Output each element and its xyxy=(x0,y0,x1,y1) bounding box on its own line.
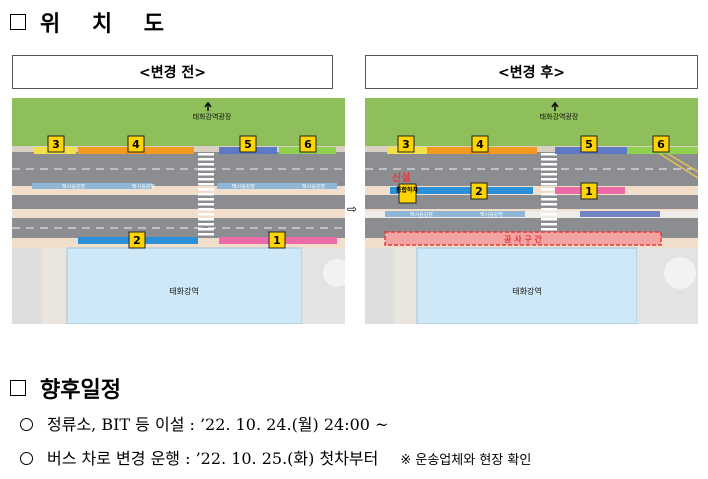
schedule-item-1: 정류소, BIT 등 이설 : ’22. 10. 24.(월) 24:00 ~ xyxy=(20,411,388,435)
schedule-item-2: 버스 차로 변경 운행 : ’22. 10. 25.(화) 첫차부터 ※ 운송업… xyxy=(20,445,531,469)
map-after: 태화강역광장 택시승강장 택시승강장 공 사 구 간 태화강역 xyxy=(365,98,698,324)
svg-text:택시승강장: 택시승강장 xyxy=(232,183,255,190)
svg-text:3: 3 xyxy=(402,138,410,151)
svg-text:5: 5 xyxy=(244,138,252,151)
transfer-tag xyxy=(398,183,417,204)
stop-badge-1: 1 xyxy=(580,182,598,200)
stop-badge-6: 6 xyxy=(652,135,670,153)
stop-bar-2 xyxy=(390,187,533,194)
north-arrow-icon xyxy=(204,101,212,111)
svg-text:4: 4 xyxy=(132,138,140,151)
taxi-stand-1 xyxy=(385,211,525,217)
svg-text:2: 2 xyxy=(475,185,483,198)
road-south xyxy=(12,218,345,238)
checkbox-square-icon xyxy=(10,14,26,30)
grass-area xyxy=(365,98,698,146)
schedule-note: ※ 운송업체와 현장 확인 xyxy=(400,453,532,468)
stop-badge-1: 1 xyxy=(268,231,286,249)
svg-text:6: 6 xyxy=(657,138,665,151)
stop-badge-4: 4 xyxy=(127,135,145,153)
stop-badge-2: 2 xyxy=(128,231,146,249)
stop-badge-6: 6 xyxy=(299,135,317,153)
construction-label: 공 사 구 간 xyxy=(504,234,542,244)
construction-zone xyxy=(384,231,662,246)
transfer-label: 통합하차 xyxy=(396,186,419,194)
caption-after: <변경 후> xyxy=(365,55,698,89)
stop-badge-3: 3 xyxy=(397,135,415,153)
svg-text:4: 4 xyxy=(476,138,484,151)
bullet-circle-icon xyxy=(20,418,33,431)
stop-badge-5: 5 xyxy=(580,135,598,153)
bullet-circle-icon xyxy=(20,452,33,465)
svg-text:택시승강장: 택시승강장 xyxy=(410,211,433,218)
crosswalk xyxy=(198,152,214,238)
svg-text:택시승강장: 택시승강장 xyxy=(62,183,85,190)
svg-text:택시승강장: 택시승강장 xyxy=(480,211,503,218)
station-building xyxy=(416,247,638,324)
road-north xyxy=(365,152,698,186)
station-label: 태화강역 xyxy=(512,286,541,296)
taxi-stand-2 xyxy=(580,211,660,217)
taxi-stand-2 xyxy=(217,183,337,189)
svg-text:택시승강장: 택시승강장 xyxy=(132,183,155,190)
svg-text:1: 1 xyxy=(585,185,593,198)
grass-area xyxy=(12,98,345,146)
stop-badge-3: 3 xyxy=(47,135,65,153)
taxi-stand-1 xyxy=(32,183,152,189)
caption-before: <변경 전> xyxy=(12,55,333,89)
svg-text:3: 3 xyxy=(52,138,60,151)
station-label: 태화강역 xyxy=(169,286,198,296)
road-north xyxy=(12,152,345,186)
new-stop-label: 신설 xyxy=(392,171,410,184)
map-before-svg: 태화강역광장 택시승강장 택시승강장 택시승강장 택시승강장 태화강역 xyxy=(12,98,345,324)
svg-text:6: 6 xyxy=(304,138,312,151)
north-arrow-icon xyxy=(551,101,559,111)
map-before: 태화강역광장 택시승강장 택시승강장 택시승강장 택시승강장 태화강역 xyxy=(12,98,345,324)
stop-badge-2: 2 xyxy=(470,182,488,200)
change-arrow-icon: ⇨ xyxy=(347,202,358,216)
stop-badge-5: 5 xyxy=(239,135,257,153)
map-after-svg: 태화강역광장 택시승강장 택시승강장 공 사 구 간 태화강역 xyxy=(365,98,698,324)
section-schedule-title: 향후일정 xyxy=(10,372,121,404)
plaza-label: 태화강역광장 xyxy=(193,112,232,121)
svg-text:1: 1 xyxy=(273,234,281,247)
svg-text:2: 2 xyxy=(133,234,141,247)
stop-badge-4: 4 xyxy=(471,135,489,153)
station-building xyxy=(66,247,303,324)
checkbox-square-icon xyxy=(10,380,26,396)
crosswalk xyxy=(541,152,557,238)
section-location-title: 위 치 도 xyxy=(10,6,176,38)
svg-text:택시승강장: 택시승강장 xyxy=(302,183,325,190)
plaza-label: 태화강역광장 xyxy=(540,112,579,121)
svg-text:5: 5 xyxy=(585,138,593,151)
